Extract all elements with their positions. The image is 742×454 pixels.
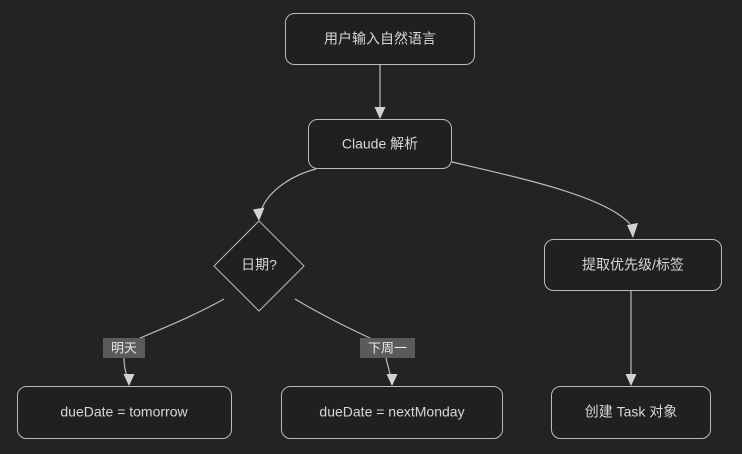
edge-path	[261, 168, 317, 209]
edge-path	[294, 298, 377, 342]
node-create-task[interactable]: 创建 Task 对象	[551, 386, 711, 439]
node-shape[interactable]	[551, 386, 711, 439]
node-shape[interactable]	[544, 239, 722, 291]
node-label: dueDate = tomorrow	[60, 404, 188, 420]
arrow-head-icon	[123, 374, 135, 386]
edge-path	[130, 298, 225, 343]
node-priority[interactable]: 提取优先级/标签	[544, 239, 722, 291]
node-date-decision[interactable]: 日期?	[213, 220, 305, 312]
node-input[interactable]: 用户输入自然语言	[285, 13, 475, 65]
edge-label-nextmonday: 下周一	[360, 338, 415, 358]
arrow-head-icon	[253, 207, 265, 221]
edge-path	[451, 161, 631, 225]
node-due-tomorrow[interactable]: dueDate = tomorrow	[17, 386, 232, 439]
node-layer: 用户输入自然语言 Claude 解析 日期? 提取优先级/标签 dueDate …	[17, 13, 722, 439]
node-shape[interactable]	[308, 119, 452, 169]
edge-label-text: 明天	[111, 340, 137, 355]
node-label: Claude 解析	[342, 136, 418, 152]
edge-label-text: 下周一	[368, 340, 407, 355]
node-label: 用户输入自然语言	[324, 31, 436, 47]
edge-label-background	[103, 338, 145, 358]
edge-layer	[123, 65, 638, 386]
node-parse[interactable]: Claude 解析	[308, 119, 452, 169]
node-label: 日期?	[241, 257, 277, 273]
node-label: dueDate = nextMonday	[319, 404, 464, 420]
arrow-head-icon	[374, 107, 386, 119]
edge-parse-to-priority	[451, 161, 638, 238]
edge-label-tomorrow: 明天	[103, 338, 145, 358]
arrow-head-icon	[627, 223, 638, 238]
node-shape[interactable]	[213, 220, 305, 312]
arrow-head-icon	[625, 374, 637, 386]
node-label: 提取优先级/标签	[582, 257, 684, 273]
edge-priority-to-createtask	[625, 291, 637, 386]
node-shape[interactable]	[285, 13, 475, 65]
arrow-head-icon	[386, 374, 398, 386]
node-shape[interactable]	[281, 386, 503, 439]
edge-date-to-nextmonday	[294, 298, 398, 386]
edge-parse-to-date	[253, 168, 317, 221]
node-shape[interactable]	[17, 386, 232, 439]
node-label: 创建 Task 对象	[585, 404, 678, 420]
edge-label-layer: 明天 下周一	[103, 338, 415, 358]
edge-input-to-parse	[374, 65, 386, 119]
node-due-nextmonday[interactable]: dueDate = nextMonday	[281, 386, 503, 439]
edge-label-background	[360, 338, 415, 358]
